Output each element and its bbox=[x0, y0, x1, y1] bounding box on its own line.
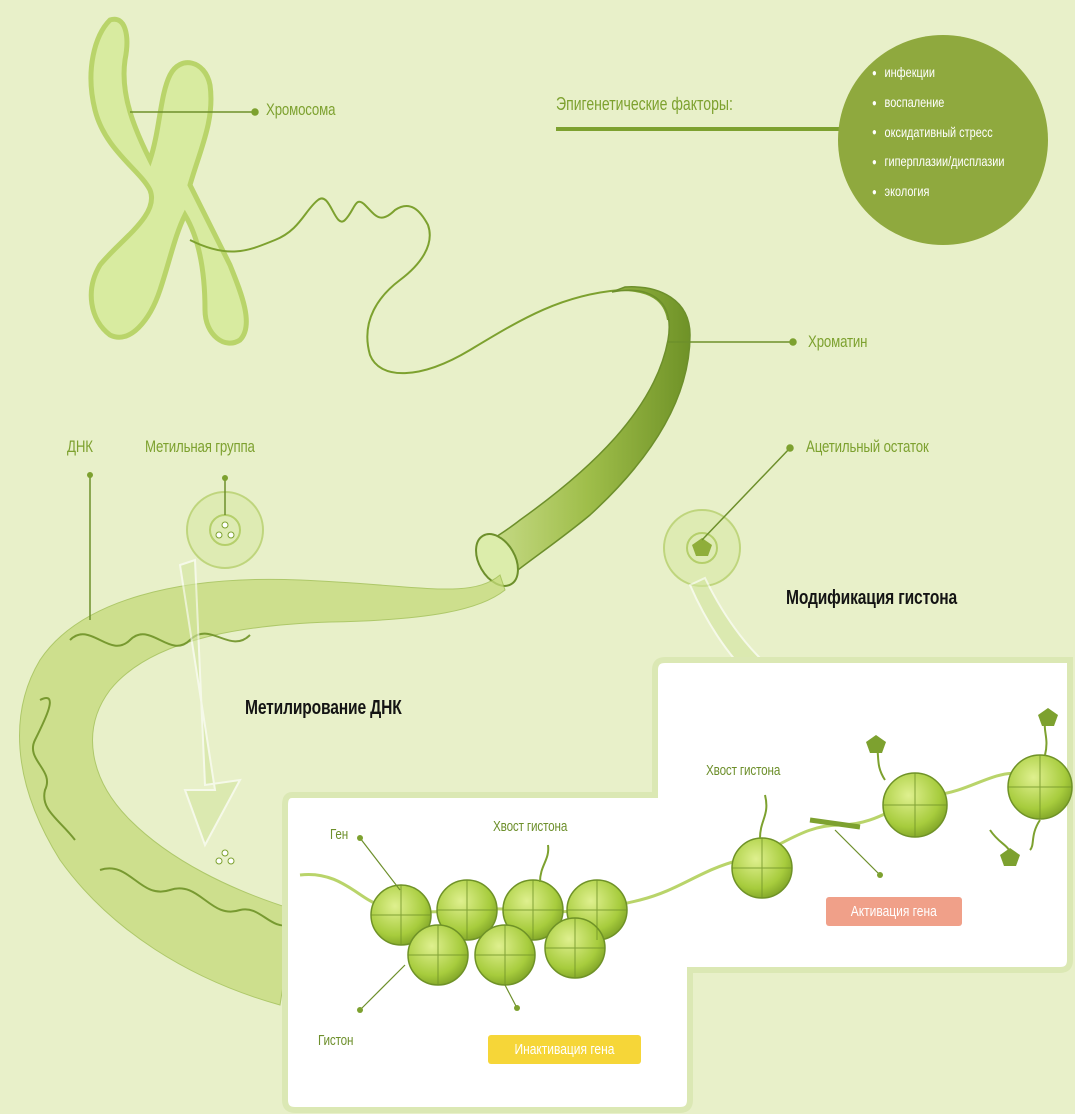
histone-label: Гистон bbox=[318, 1032, 353, 1049]
histone-modification-label: Модификация гистона bbox=[786, 587, 957, 610]
gene-activation-badge: Активация гена bbox=[826, 897, 962, 926]
epigenetic-factor-item: оксидативный стресс bbox=[872, 118, 1005, 148]
chromatin-fiber bbox=[485, 287, 690, 580]
epigenetic-factor-item: воспаление bbox=[872, 88, 1005, 118]
dna-label: ДНК bbox=[67, 437, 93, 457]
histone-tail-label-left: Хвост гистона bbox=[493, 818, 567, 835]
chromosome-illustration bbox=[91, 19, 255, 343]
gene-label: Ген bbox=[330, 826, 348, 843]
histone-tail-label-right: Хвост гистона bbox=[706, 762, 780, 779]
epigenetic-factors-list: инфекциивоспалениеоксидативный стрессгип… bbox=[872, 58, 1005, 207]
acetyl-residue-label: Ацетильный остаток bbox=[806, 437, 929, 457]
epigenetic-factor-item: гиперплазии/дисплазии bbox=[872, 147, 1005, 177]
chromatin-label: Хроматин bbox=[808, 332, 867, 352]
epigenetic-factors-title: Эпигенетические факторы: bbox=[556, 94, 733, 115]
epigenetic-factor-item: инфекции bbox=[872, 58, 1005, 88]
chromosome-label: Хромосома bbox=[266, 100, 335, 120]
dna-methylation-label: Метилирование ДНК bbox=[245, 697, 402, 720]
dna-thread bbox=[190, 198, 668, 373]
gene-inactivation-badge: Инактивация гена bbox=[488, 1035, 641, 1064]
epigenetic-factor-item: экология bbox=[872, 177, 1005, 207]
methyl-group-label: Метильная группа bbox=[145, 437, 255, 457]
